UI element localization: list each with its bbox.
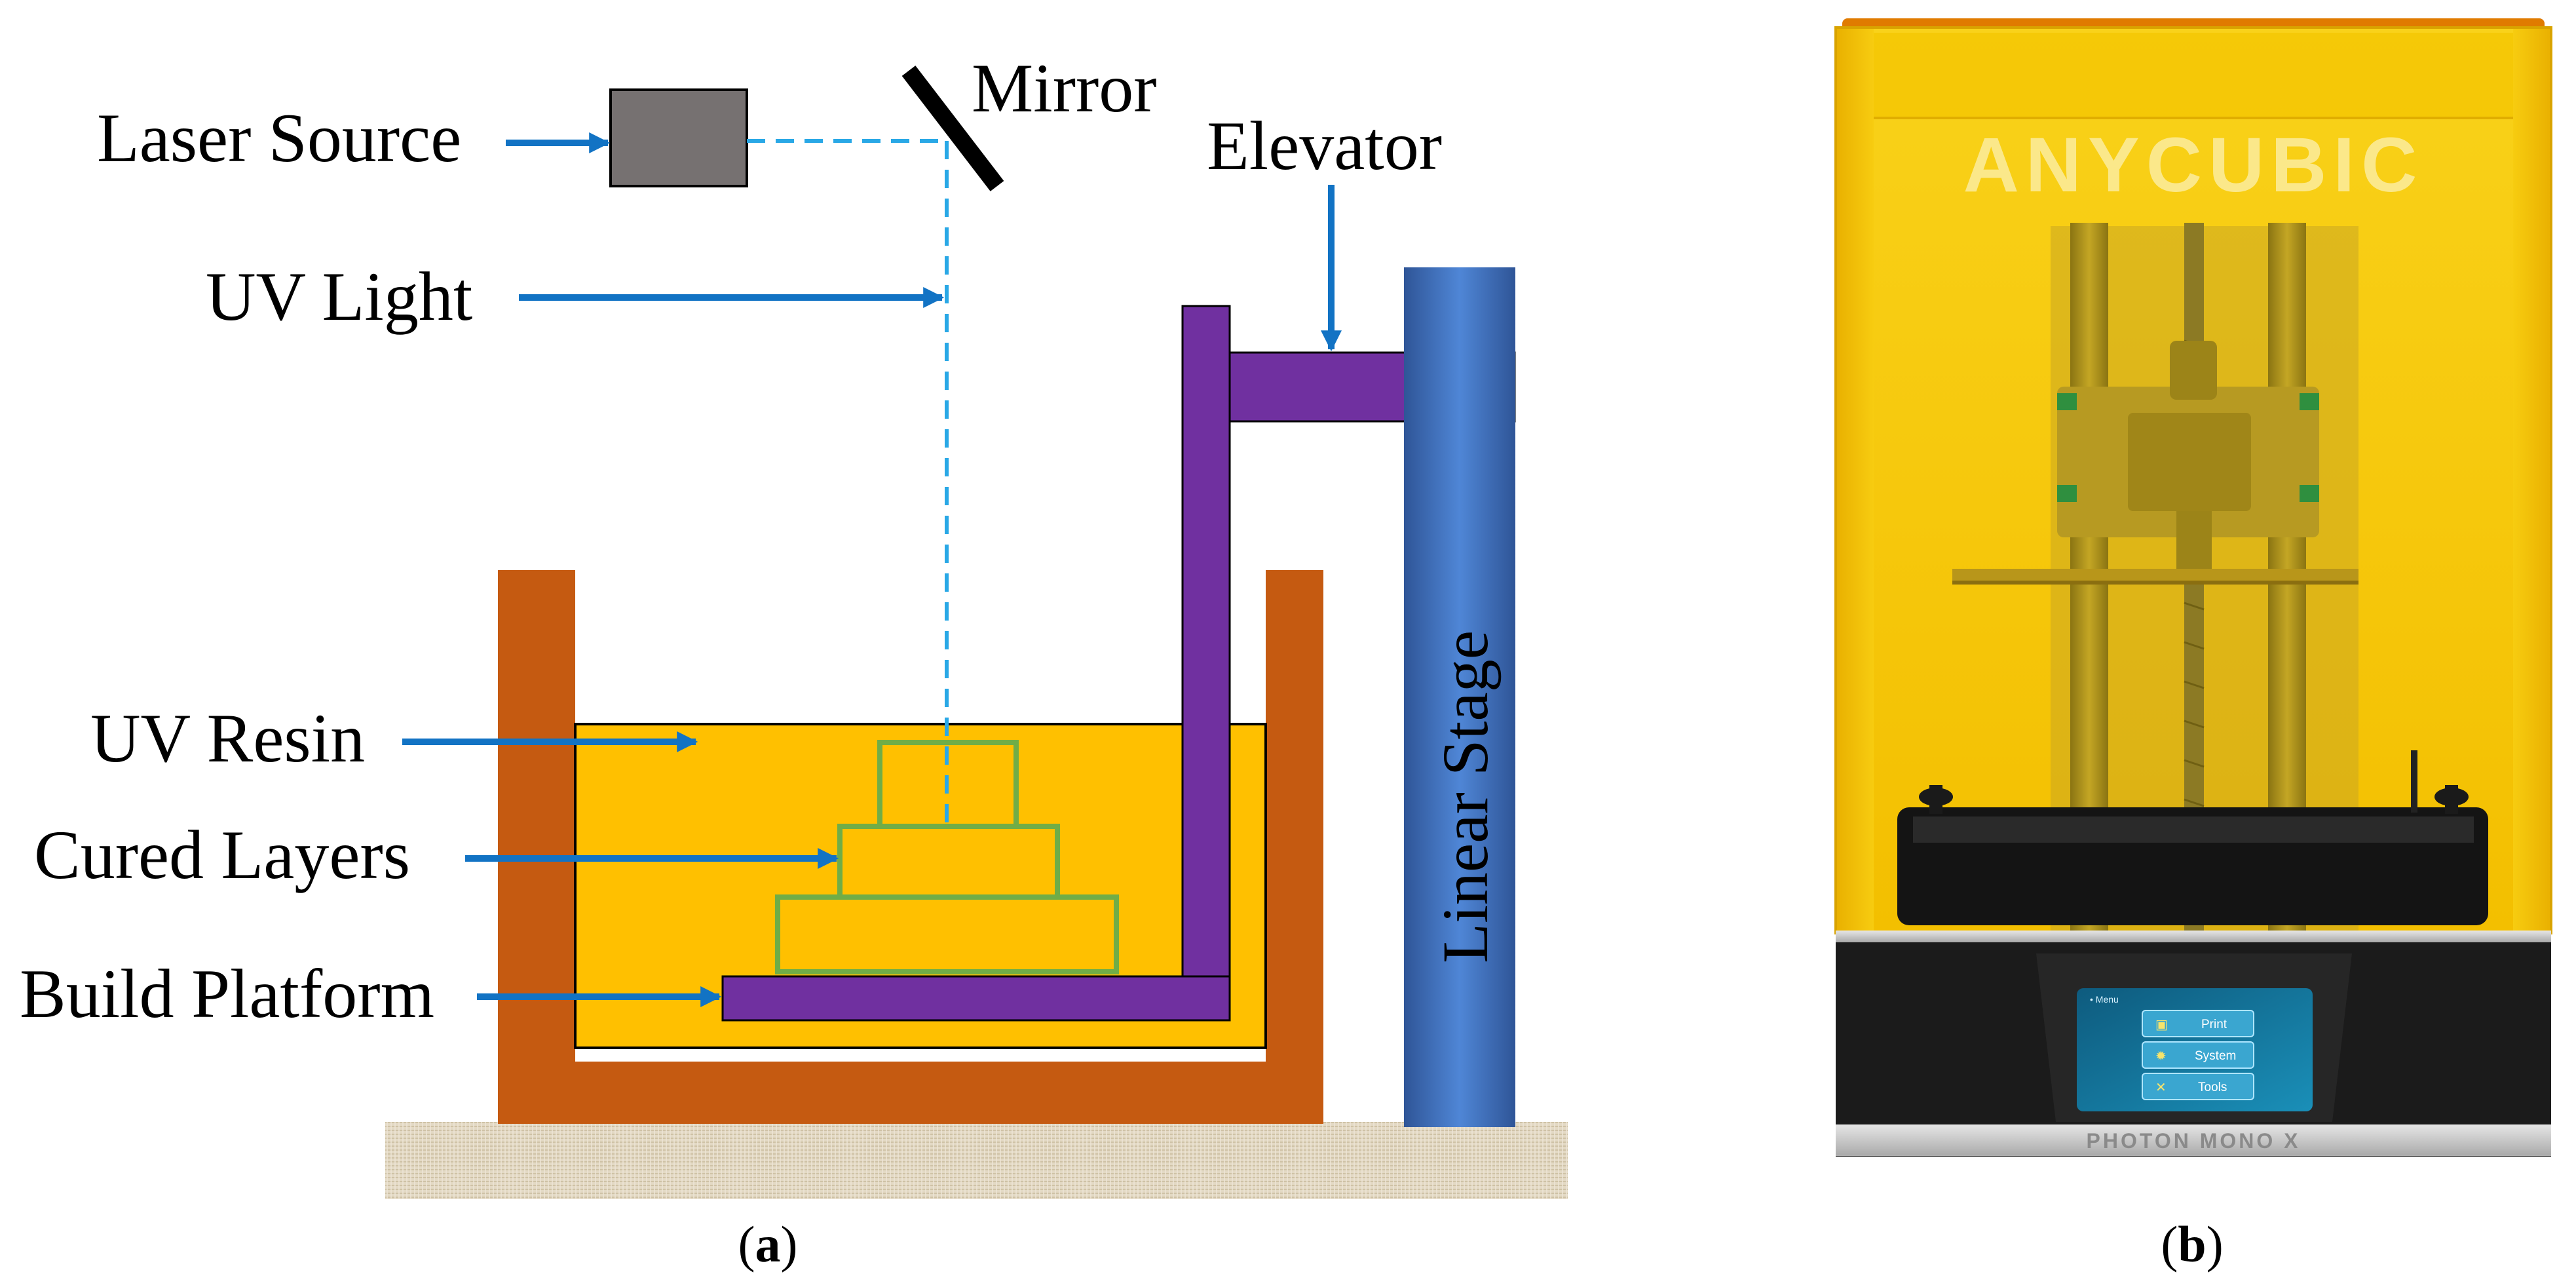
base-surface [385, 1122, 1568, 1199]
screen-print-label: Print [2201, 1018, 2227, 1031]
linear-stage [1404, 267, 1515, 1127]
label-cured-layers: Cured Layers [34, 816, 410, 893]
cover-side-right [2513, 28, 2551, 933]
screen-button-tools [2142, 1073, 2254, 1100]
laser-source-box [609, 88, 748, 187]
metal-trim-top [1836, 931, 2551, 942]
cured-layers [775, 740, 1119, 974]
brand-logo-text: ANYCUBIC [1963, 122, 2424, 208]
label-uv-resin: UV Resin [90, 700, 365, 777]
resin-tank [498, 570, 1323, 1124]
screen-button-system [2142, 1041, 2254, 1069]
panel-b-printer-photo: ANYCUBIC [1834, 18, 2552, 1273]
screen-tools-label: Tools [2198, 1081, 2227, 1094]
screen-header: • Menu [2090, 994, 2119, 1005]
label-uv-light: UV Light [206, 258, 472, 335]
label-build-platform: Build Platform [20, 955, 434, 1032]
label-mirror: Mirror [972, 50, 1157, 126]
caption-a: (a) [738, 1216, 798, 1273]
model-name-text: PHOTON MONO X [2087, 1129, 2301, 1153]
laser-beam [747, 139, 949, 827]
print-icon: ▣ [2155, 1018, 2168, 1032]
screen-system-label: System [2195, 1049, 2236, 1063]
build-plate [1952, 569, 2358, 581]
label-linear-stage: Linear Stage [1429, 630, 1502, 963]
label-laser-source: Laser Source [97, 100, 461, 176]
callout-arrows [402, 132, 1342, 1008]
panel-a-diagram: Laser Source Mirror Elevator UV Light UV… [20, 50, 1568, 1273]
mirror [901, 66, 1004, 191]
screen-button-print [2142, 1010, 2254, 1037]
label-elevator: Elevator [1207, 107, 1442, 184]
resin-vat [1897, 750, 2488, 925]
cover-side-left [1836, 28, 1874, 933]
tools-icon: ✕ [2155, 1081, 2167, 1095]
caption-b: (b) [2161, 1216, 2223, 1273]
metal-trim-bottom [1836, 1124, 2551, 1156]
gear-icon: ✹ [2155, 1049, 2167, 1064]
carriage-bracket [2128, 413, 2251, 511]
screen-menu: ▣ ✹ ✕ Print System Tools [2142, 1010, 2254, 1100]
